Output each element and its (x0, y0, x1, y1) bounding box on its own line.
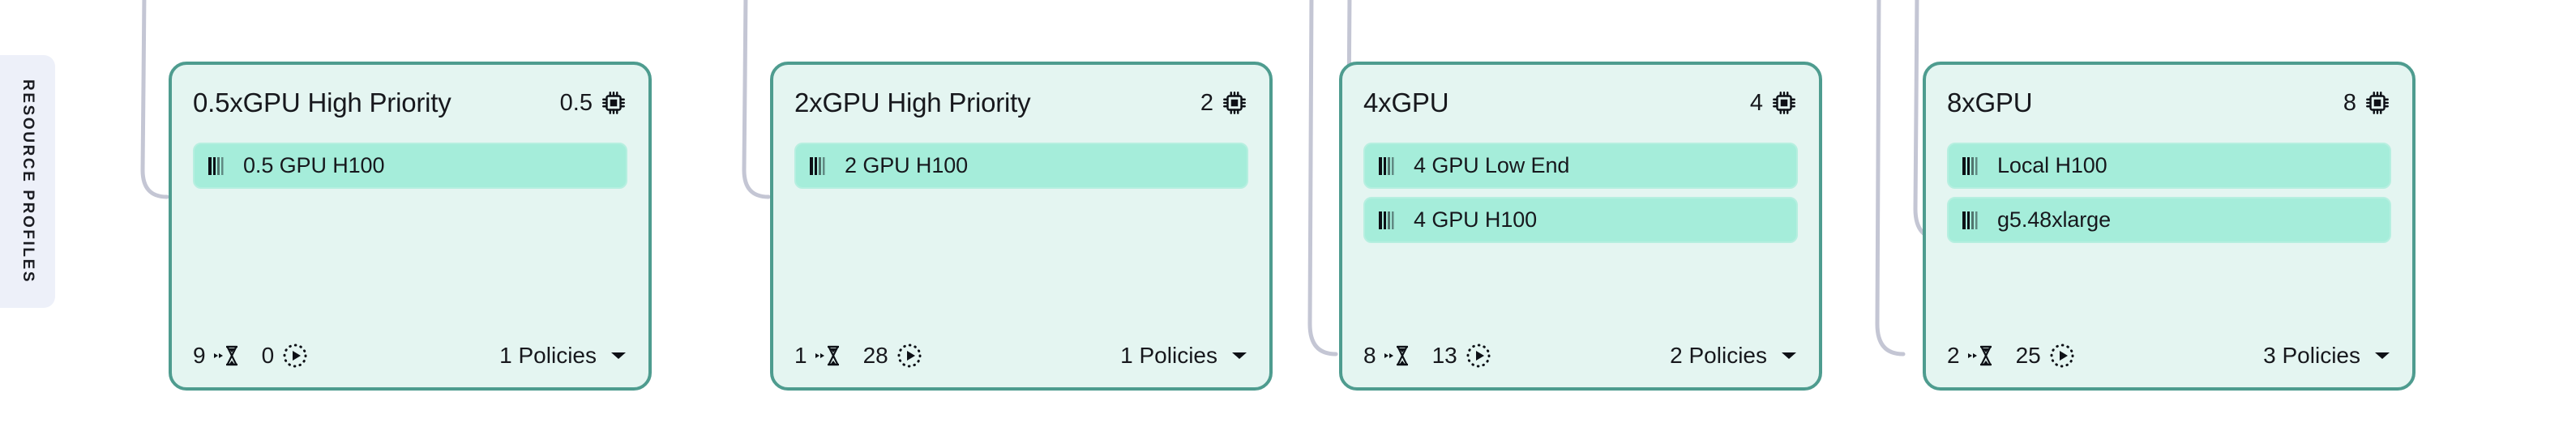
running-stat: 13 (1432, 342, 1492, 369)
play-dotted-circle-icon (283, 344, 307, 368)
policies-dropdown[interactable]: 1 Policies (499, 343, 627, 369)
policies-dropdown[interactable]: 1 Policies (1120, 343, 1248, 369)
hourglass-arrows-icon (1384, 345, 1408, 366)
hourglass-arrows-icon (1967, 345, 1992, 366)
resource-item[interactable]: 2 GPU H100 (794, 143, 1248, 189)
profile-card[interactable]: 0.5xGPU High Priority 0.5 (169, 62, 652, 391)
running-stat: 28 (863, 342, 923, 369)
queued-value: 9 (193, 343, 206, 368)
policies-label: 1 Policies (1120, 343, 1217, 368)
running-stat: 0 (262, 342, 310, 369)
gpu-count-badge: 2 (1200, 89, 1248, 117)
policies-dropdown[interactable]: 3 Policies (2263, 343, 2391, 369)
policies-label: 1 Policies (499, 343, 597, 368)
edge-to-card-1 (140, 0, 169, 199)
hourglass-arrows-icon (815, 345, 839, 366)
gpu-count-badge: 8 (2343, 89, 2391, 117)
resource-item[interactable]: 4 GPU H100 (1363, 197, 1798, 243)
play-dotted-circle-icon (1466, 344, 1491, 368)
cpu-chip-icon (1223, 92, 1246, 114)
queued-stat: 2 (1947, 343, 1995, 369)
resource-list: 2 GPU H100 (794, 143, 1248, 189)
profile-card-footer: 9 0 (193, 342, 627, 373)
resource-bars-icon (208, 156, 224, 175)
cpu-chip-icon (2366, 92, 2389, 114)
resource-profiles-tab-label: RESOURCE PROFILES (19, 79, 36, 284)
profile-title: 4xGPU (1363, 88, 1449, 117)
resource-list: 0.5 GPU H100 (193, 143, 627, 189)
policies-label: 2 Policies (1670, 343, 1767, 368)
gpu-count-badge: 0.5 (560, 89, 627, 117)
resource-name: 4 GPU H100 (1414, 207, 1538, 232)
resource-name: 0.5 GPU H100 (243, 153, 385, 177)
resource-bars-icon (1379, 156, 1394, 175)
resource-profiles-tab[interactable]: RESOURCE PROFILES (0, 55, 55, 308)
resource-item[interactable]: 4 GPU Low End (1363, 143, 1798, 189)
gpu-count-value: 8 (2343, 89, 2356, 116)
profile-card-footer: 1 28 (794, 342, 1248, 373)
profile-title: 0.5xGPU High Priority (193, 88, 451, 117)
profile-card-footer: 8 13 (1363, 342, 1798, 373)
profile-title: 2xGPU High Priority (794, 88, 1031, 117)
profile-stats: 9 0 (193, 342, 309, 369)
play-dotted-circle-icon (897, 344, 922, 368)
profile-card-header: 4xGPU 4 (1363, 88, 1798, 118)
gpu-count-value: 4 (1749, 89, 1763, 116)
profile-title: 8xGPU (1947, 88, 2033, 117)
profile-card-footer: 2 25 (1947, 342, 2391, 373)
chevron-down-icon[interactable] (2373, 350, 2391, 361)
gpu-count-badge: 4 (1750, 89, 1798, 117)
profile-card[interactable]: 8xGPU 8 (1923, 62, 2416, 391)
chevron-down-icon[interactable] (1230, 350, 1248, 361)
resource-list: Local H100 g5.48xlarge (1947, 143, 2391, 243)
running-value: 13 (1431, 343, 1457, 368)
resource-name: g5.48xlarge (1997, 207, 2112, 232)
play-dotted-circle-icon (2050, 344, 2074, 368)
resource-bars-icon (1962, 211, 1978, 229)
resource-bars-icon (1962, 156, 1978, 175)
hourglass-arrows-icon (213, 345, 237, 366)
resource-item[interactable]: g5.48xlarge (1947, 197, 2391, 243)
running-value: 0 (261, 343, 275, 368)
running-stat: 25 (2016, 342, 2076, 369)
resource-bars-icon (810, 156, 825, 175)
chevron-down-icon[interactable] (1780, 350, 1798, 361)
resource-bars-icon (1379, 211, 1394, 229)
resource-item[interactable]: 0.5 GPU H100 (193, 143, 627, 189)
profile-stats: 8 13 (1363, 342, 1492, 369)
resource-item[interactable]: Local H100 (1947, 143, 2391, 189)
edge-to-card-4-a (1875, 0, 1906, 357)
gpu-count-value: 0.5 (559, 89, 593, 116)
queued-value: 2 (1947, 343, 1960, 368)
resource-name: Local H100 (1997, 153, 2107, 177)
profile-card-header: 8xGPU 8 (1947, 88, 2391, 118)
running-value: 28 (862, 343, 888, 368)
gpu-count-value: 2 (1200, 89, 1213, 116)
edge-to-card-2 (742, 0, 771, 199)
chevron-down-icon[interactable] (610, 350, 627, 361)
policies-label: 3 Policies (2263, 343, 2360, 368)
resource-list: 4 GPU Low End 4 GPU H100 (1363, 143, 1798, 243)
running-value: 25 (2015, 343, 2041, 368)
queued-stat: 1 (794, 343, 842, 369)
profile-card[interactable]: 4xGPU 4 (1339, 62, 1822, 391)
queued-stat: 9 (193, 343, 241, 369)
resource-name: 4 GPU Low End (1414, 153, 1570, 177)
profile-card-header: 2xGPU High Priority 2 (794, 88, 1248, 118)
policies-dropdown[interactable]: 2 Policies (1670, 343, 1798, 369)
cpu-chip-icon (1773, 92, 1795, 114)
queued-value: 1 (794, 343, 807, 368)
cpu-chip-icon (602, 92, 625, 114)
queued-stat: 8 (1363, 343, 1411, 369)
queued-value: 8 (1363, 343, 1376, 368)
profile-stats: 2 25 (1947, 342, 2076, 369)
resource-name: 2 GPU H100 (845, 153, 969, 177)
profile-stats: 1 28 (794, 342, 923, 369)
profile-card-header: 0.5xGPU High Priority 0.5 (193, 88, 627, 118)
profile-card[interactable]: 2xGPU High Priority 2 (770, 62, 1273, 391)
edge-to-card-3-a (1307, 0, 1338, 357)
